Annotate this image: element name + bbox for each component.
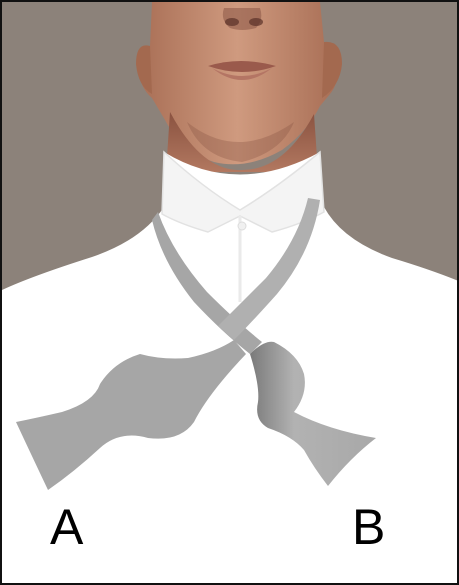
collar-button xyxy=(238,222,246,230)
end-a-label: A xyxy=(50,502,83,552)
end-b-label: B xyxy=(352,502,385,552)
